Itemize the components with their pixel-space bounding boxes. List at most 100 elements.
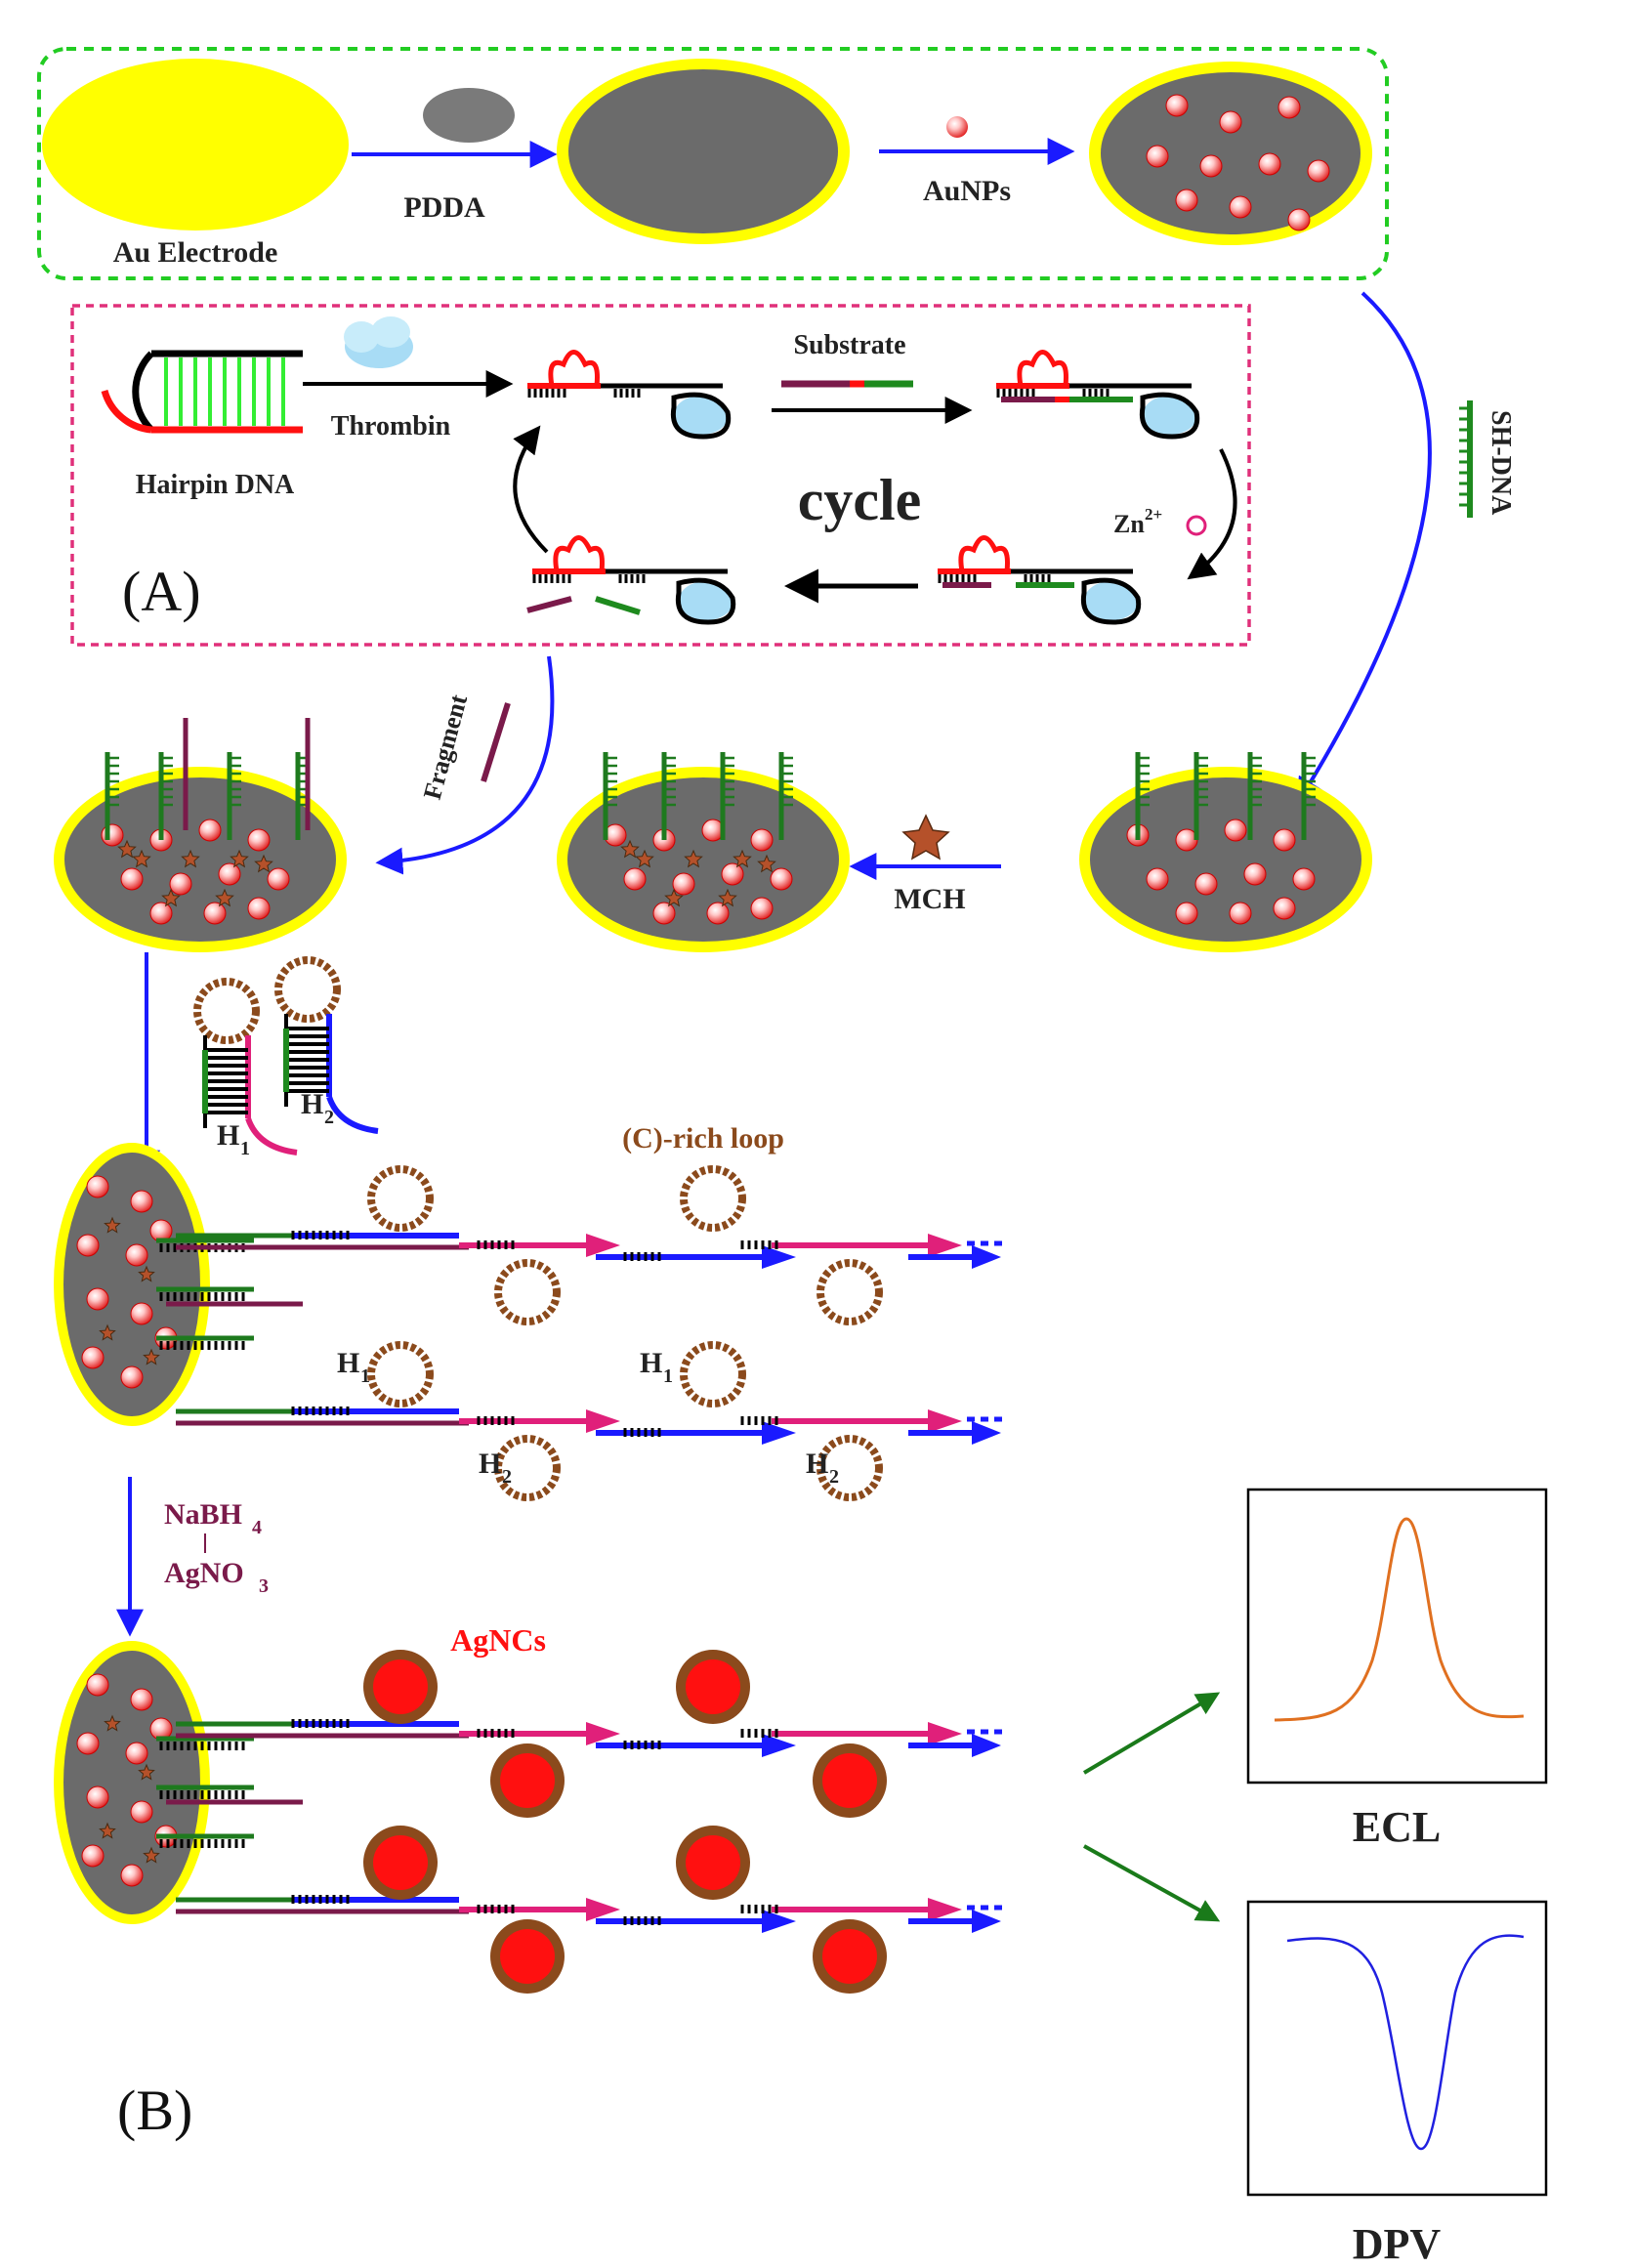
- mch-star: [161, 888, 181, 907]
- au-nanoparticle: [1229, 902, 1252, 925]
- au-nanoparticle: [1292, 867, 1316, 891]
- au-nanoparticle: [1165, 94, 1189, 117]
- agnc-core: [822, 1929, 877, 1984]
- au-nanoparticle: [130, 1688, 153, 1711]
- c-rich-loop: [680, 1341, 746, 1407]
- au-nanoparticle: [198, 819, 222, 842]
- c-rich-loop: [494, 1259, 561, 1325]
- capture-probe: [661, 752, 676, 840]
- c-rich-loop: [367, 1165, 434, 1232]
- au-nanoparticle: [203, 902, 227, 925]
- dpv-curve: [1286, 1934, 1525, 2151]
- au-nanoparticle: [1146, 145, 1169, 168]
- fragment-arrow: [375, 655, 555, 875]
- thrombin-label: Thrombin: [331, 411, 451, 441]
- h2-label: H 2: [301, 1088, 334, 1128]
- mch-star: [733, 849, 752, 868]
- au-nanoparticle: [1194, 872, 1218, 896]
- mch-star: [143, 1348, 160, 1365]
- modified-electrodes: [54, 718, 1372, 952]
- hairpin-probe: [274, 956, 379, 1134]
- au-nanoparticle: [1175, 189, 1198, 212]
- h1-label-row2-a: H 1: [337, 1347, 370, 1387]
- au-nanoparticle: [81, 1346, 105, 1369]
- ecl-label: ECL: [1353, 1803, 1441, 1851]
- modified-electrode: [54, 718, 347, 952]
- mch-label: MCH: [894, 883, 965, 915]
- dpv-label: DPV: [1353, 2220, 1442, 2268]
- hairpin-probe: [193, 978, 298, 1155]
- svg-text:AgNO: AgNO: [164, 1557, 244, 1589]
- mch-star: [132, 849, 151, 868]
- au-nanoparticle: [721, 862, 744, 886]
- au-nanoparticle: [672, 872, 695, 896]
- aptamer-thrombin-complex: [996, 350, 1200, 440]
- au-electrode: [42, 59, 349, 231]
- agncs-label: AgNCs: [450, 1622, 546, 1658]
- au-nanoparticle: [86, 1785, 109, 1809]
- svg-text:NaBH: NaBH: [164, 1498, 242, 1531]
- hcr-electrode-assembly: [54, 1143, 1006, 1501]
- au-nanoparticle: [267, 867, 290, 891]
- mch-star: [230, 849, 249, 868]
- au-nanoparticle: [120, 1864, 144, 1887]
- au-nanoparticle: [1258, 152, 1281, 176]
- c-rich-loop: [816, 1435, 883, 1501]
- capture-probe: [1301, 752, 1316, 840]
- au-nanoparticle: [86, 1175, 109, 1198]
- mch-star: [138, 1265, 155, 1282]
- svg-text:H: H: [806, 1448, 828, 1480]
- au-nanoparticle: [1287, 208, 1311, 231]
- au-nanoparticle: [1146, 867, 1169, 891]
- panel-a-label: (A): [122, 560, 201, 623]
- c-rich-loop: [816, 1259, 883, 1325]
- au-nanoparticle: [1277, 96, 1301, 119]
- mch-star: [99, 1822, 116, 1839]
- panel-b-label: (B): [117, 2079, 192, 2142]
- capture-probe: [1247, 752, 1262, 840]
- dpv-arrow: [1083, 1844, 1221, 1922]
- au-nanoparticle: [750, 828, 774, 852]
- c-rich-loop-label: (C)-rich loop: [622, 1122, 784, 1155]
- au-nanoparticle: [76, 1732, 100, 1755]
- au-nanoparticle: [169, 872, 192, 896]
- mch-star: [684, 849, 703, 868]
- svg-text:2+: 2+: [1145, 505, 1162, 524]
- au-nanoparticle: [1307, 159, 1330, 183]
- cycle-complexes: [526, 350, 1200, 625]
- svg-text:1: 1: [360, 1365, 370, 1387]
- svg-text:H: H: [479, 1448, 501, 1480]
- au-nanoparticle: [130, 1302, 153, 1325]
- svg-text:2: 2: [829, 1466, 839, 1488]
- aunp-icon: [946, 116, 968, 138]
- pdda-layer: [568, 69, 838, 233]
- capture-probe: [227, 752, 241, 840]
- svg-text:H: H: [217, 1119, 239, 1152]
- sh-dna-strand: [1459, 400, 1473, 518]
- aptamer-thrombin-complex: [526, 535, 736, 625]
- au-nanoparticle: [247, 897, 271, 920]
- agnc-core: [373, 1659, 428, 1714]
- zn-cycle-arrow: [1187, 448, 1237, 580]
- mch-star: [104, 1714, 121, 1732]
- capture-probe: [1193, 752, 1208, 840]
- mch-star: [620, 839, 640, 859]
- ecl-arrow: [1082, 1692, 1221, 1775]
- au-nanoparticle: [1243, 862, 1267, 886]
- au-nanoparticle: [1273, 828, 1296, 852]
- svg-text:H: H: [640, 1347, 662, 1379]
- au-nanoparticle: [125, 1742, 148, 1765]
- capture-probe: [778, 752, 793, 840]
- c-rich-loop: [367, 1341, 434, 1407]
- svg-text:4: 4: [252, 1517, 262, 1538]
- capture-probe: [105, 752, 119, 840]
- sh-dna-arrow: [1296, 291, 1432, 806]
- au-nanoparticle: [120, 1365, 144, 1389]
- h2-label-row2-a: H 2: [479, 1448, 512, 1488]
- agnc-assemblies: [54, 1641, 1006, 1994]
- mch-star: [718, 888, 737, 907]
- au-electrode-label: Au Electrode: [113, 236, 278, 269]
- agnc-core: [373, 1835, 428, 1890]
- mch-star: [181, 849, 200, 868]
